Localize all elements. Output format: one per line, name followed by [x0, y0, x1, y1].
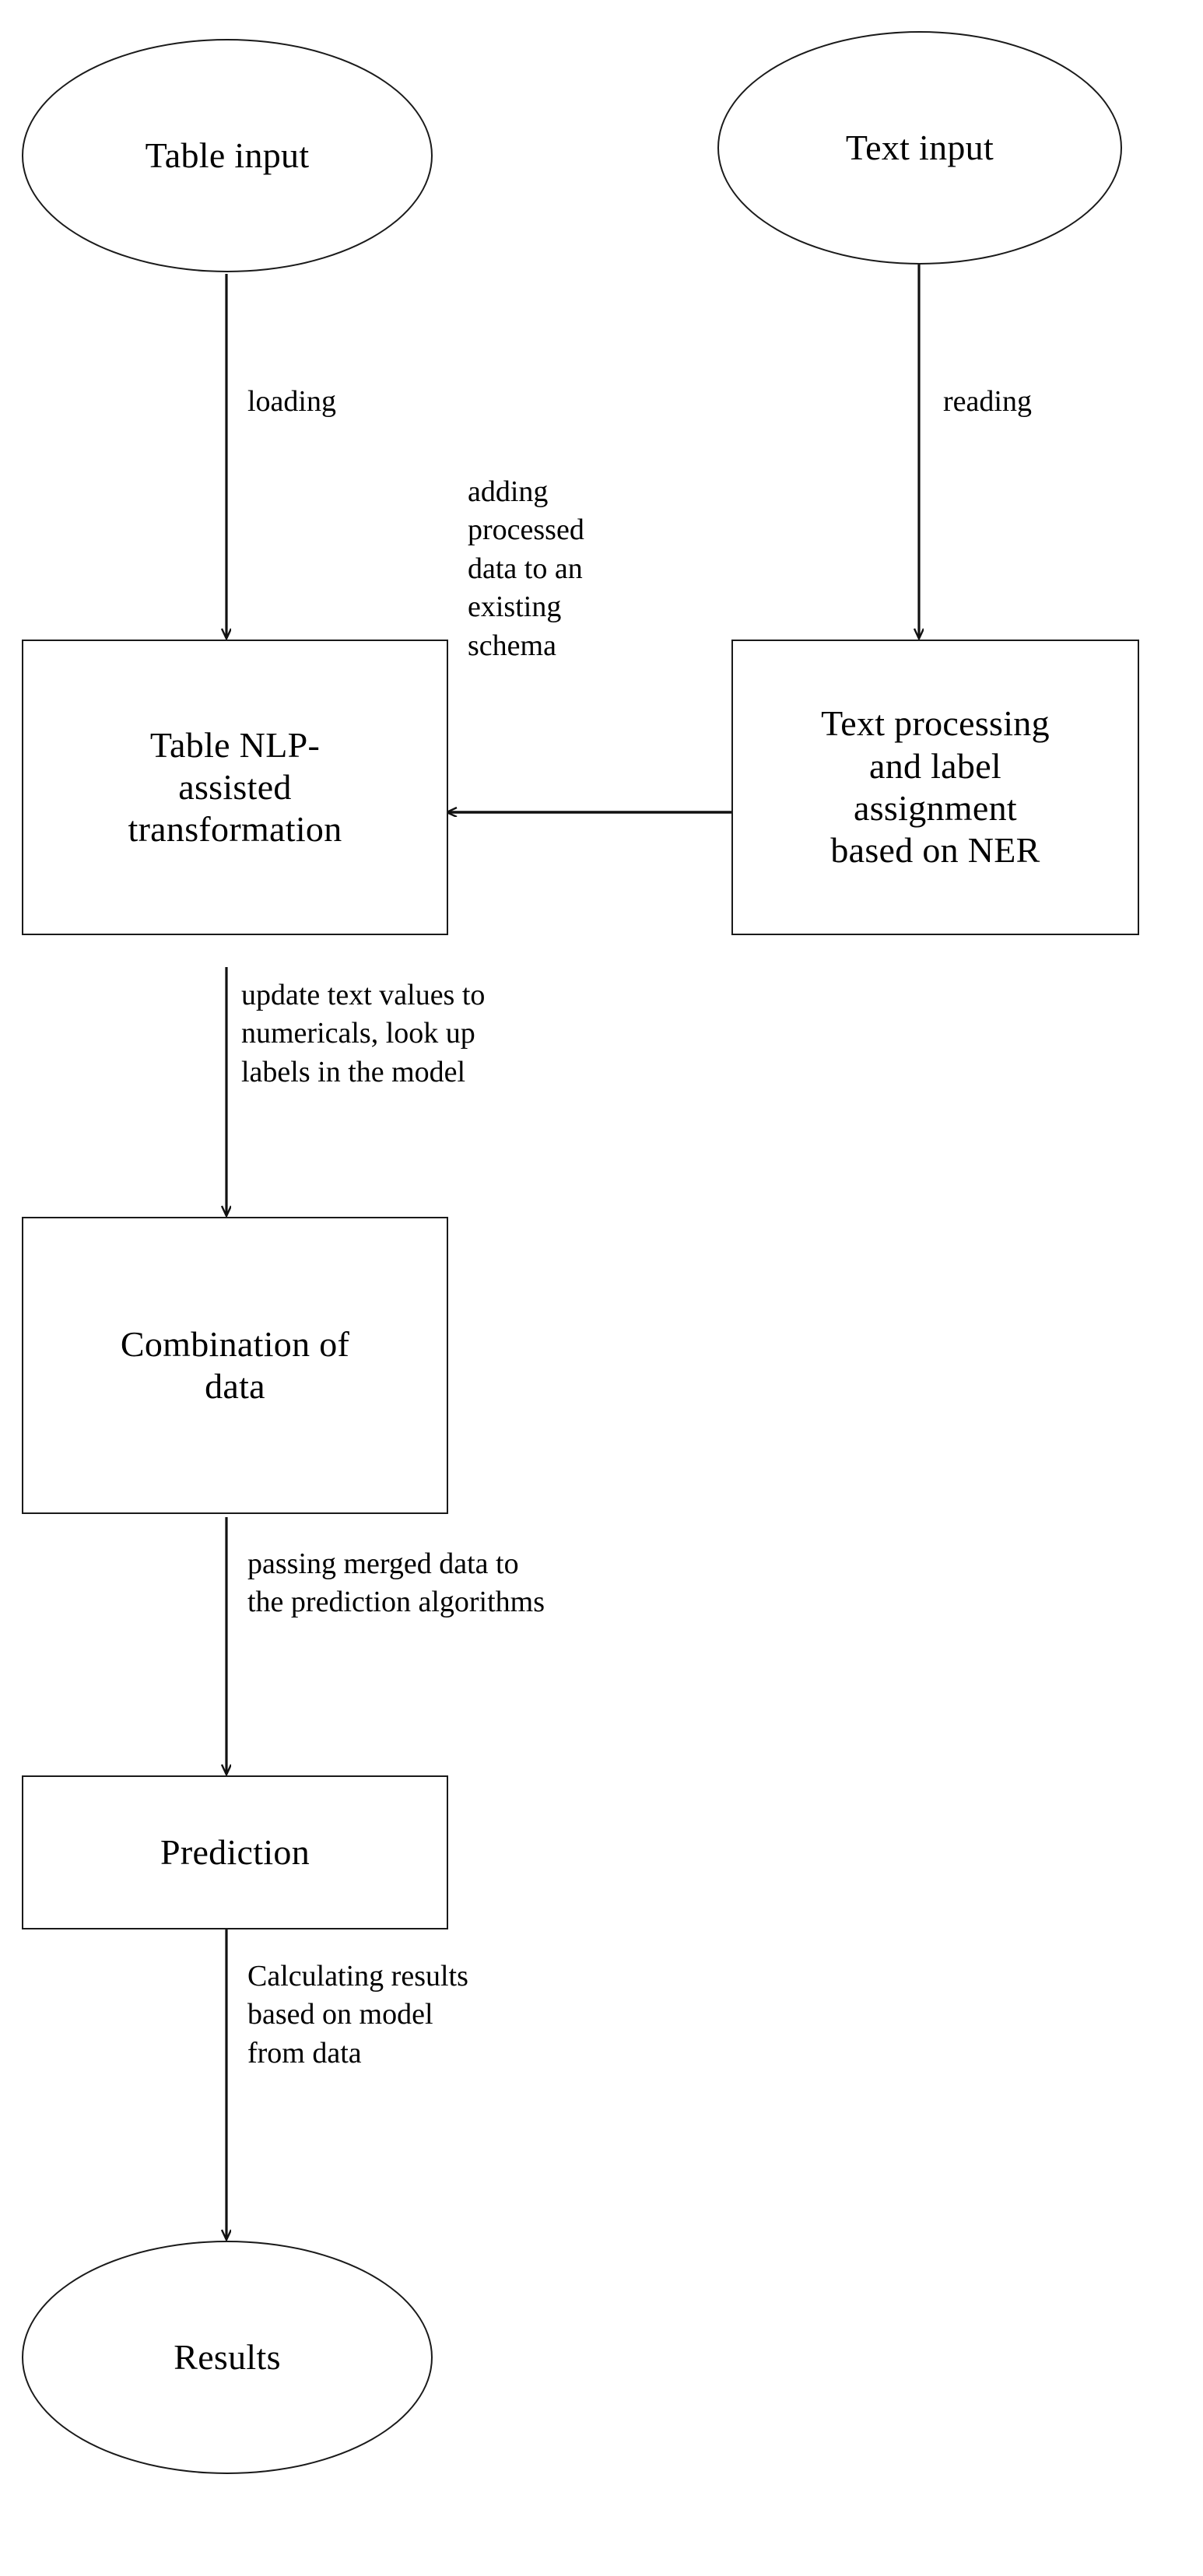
edge-label-calculating-results: Calculating results based on model from … — [247, 1960, 468, 2070]
node-table-input-label: Table input — [145, 135, 310, 175]
edge-label-adding-processed-data: adding processed data to an existing sch… — [468, 475, 584, 662]
edge-label-update-text-values: update text values to numericals, look u… — [241, 979, 486, 1088]
node-text-processing-ner[interactable]: Text processing and label assignment bas… — [731, 640, 1139, 935]
node-table-nlp-transformation[interactable]: Table NLP- assisted transformation — [22, 640, 448, 935]
node-combination-of-data-label: Combination of data — [120, 1323, 350, 1406]
node-table-input[interactable]: Table input — [22, 39, 433, 272]
node-combination-of-data[interactable]: Combination of data — [22, 1217, 448, 1514]
node-text-input-label: Text input — [845, 127, 994, 167]
node-prediction-label: Prediction — [160, 1831, 310, 1872]
node-prediction[interactable]: Prediction — [22, 1775, 448, 1929]
node-text-input[interactable]: Text input — [717, 31, 1122, 265]
node-results-label: Results — [174, 2336, 281, 2377]
node-results[interactable]: Results — [22, 2241, 433, 2474]
node-table-nlp-transformation-label: Table NLP- assisted transformation — [128, 724, 342, 850]
node-text-processing-ner-label: Text processing and label assignment bas… — [821, 703, 1050, 871]
edge-label-passing-merged-data: passing merged data to the prediction al… — [247, 1547, 545, 1619]
edge-label-reading: reading — [943, 385, 1032, 418]
edge-label-loading: loading — [247, 385, 336, 418]
